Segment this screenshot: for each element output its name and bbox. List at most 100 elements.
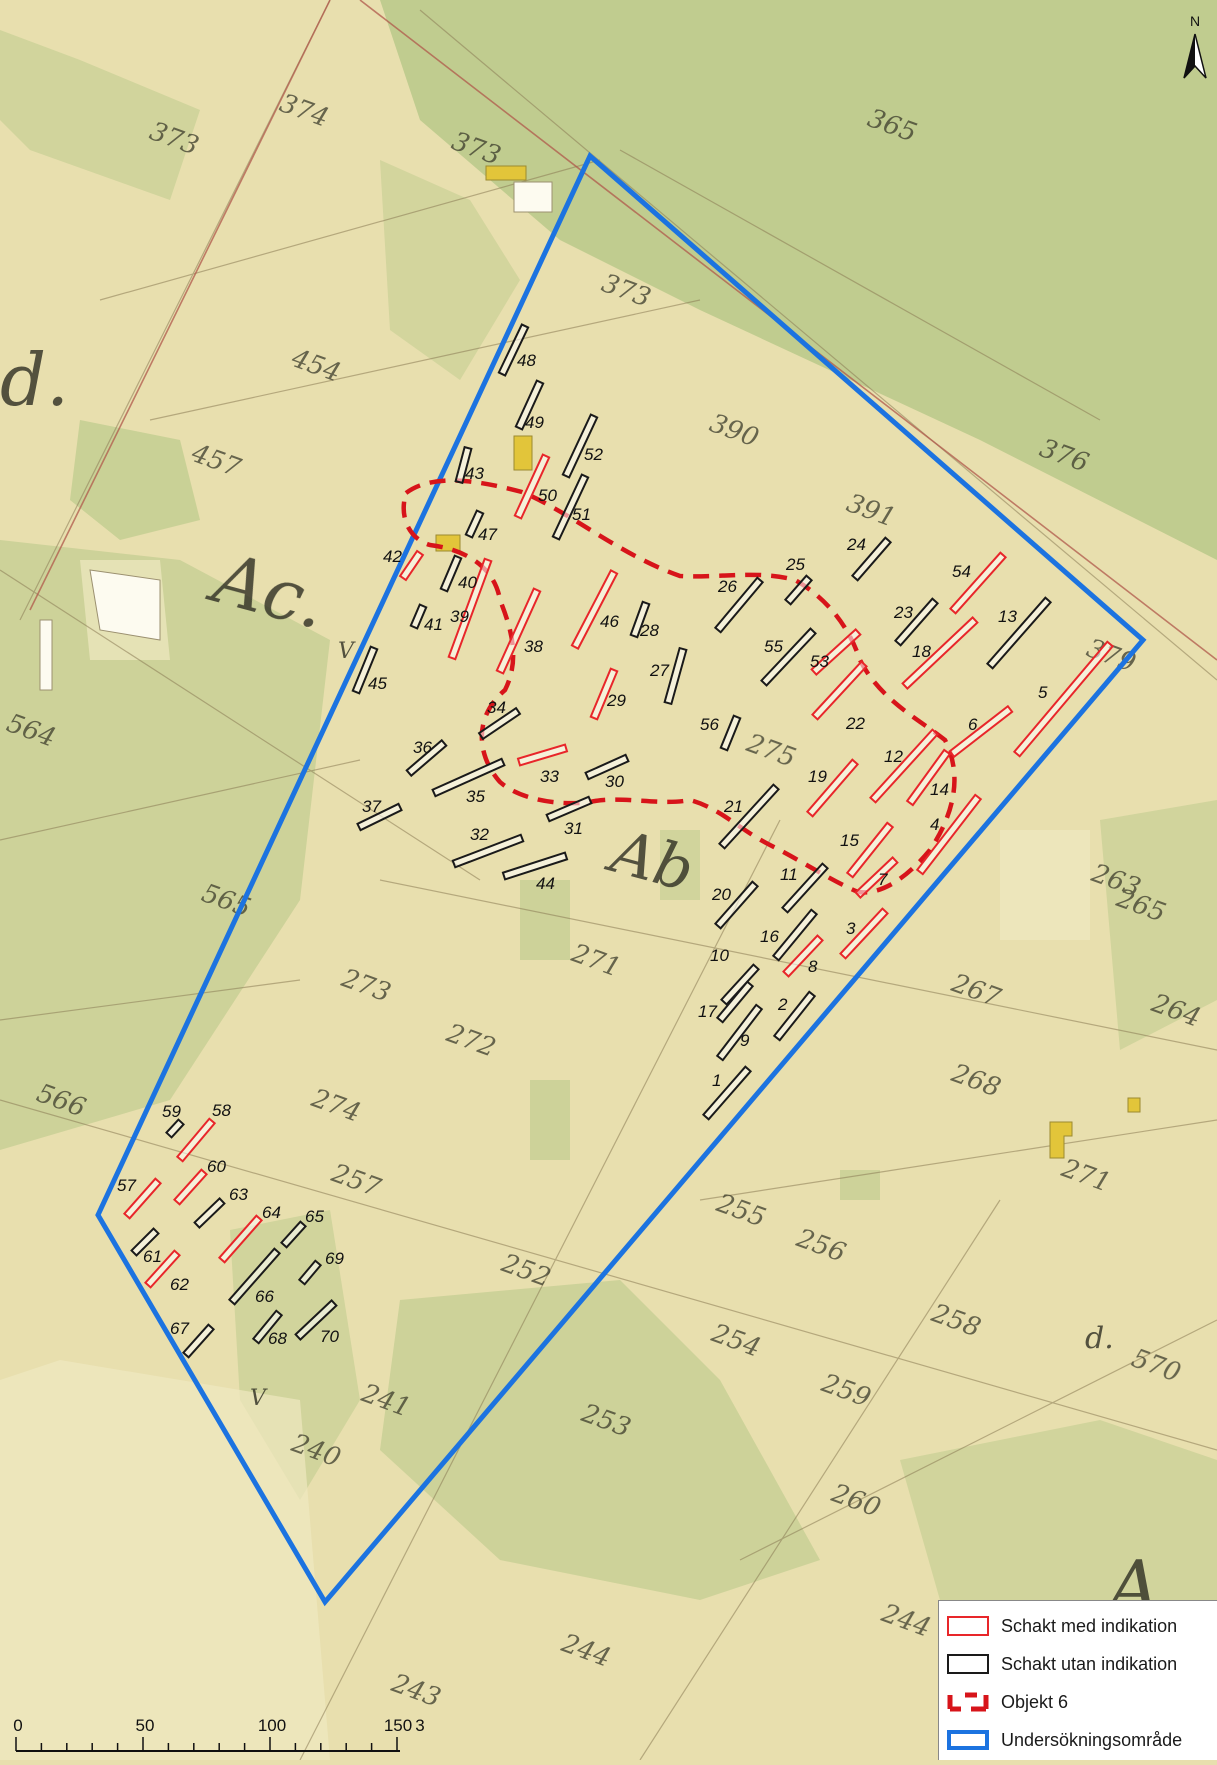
trench-with-indication-5	[1012, 640, 1115, 758]
trench-label-16: 16	[760, 927, 779, 946]
trench-with-indication-60	[172, 1168, 209, 1206]
letter-label: d.	[0, 338, 69, 422]
trench-label-22: 22	[845, 714, 865, 733]
trench-label-39: 39	[450, 607, 469, 626]
trench-without-indication-70	[294, 1299, 338, 1341]
trench-label-17: 17	[698, 1002, 717, 1021]
legend: Schakt med indikation Schakt utan indika…	[938, 1600, 1217, 1760]
trench-label-25: 25	[785, 555, 805, 574]
trench-label-2: 2	[777, 995, 788, 1014]
trench-label-15: 15	[840, 831, 859, 850]
trench-label-69: 69	[325, 1249, 344, 1268]
trench-label-7: 7	[878, 870, 888, 889]
trench-without-indication-43	[454, 445, 473, 485]
trench-label-45: 45	[368, 674, 387, 693]
trench-label-36: 36	[413, 738, 432, 757]
trench-label-10: 10	[710, 946, 729, 965]
trench-without-indication-20	[713, 880, 760, 930]
trench-with-indication-57	[122, 1177, 163, 1220]
white-buildings	[39, 181, 553, 691]
study-area-boundary	[95, 151, 1147, 1607]
letter-label: V	[338, 639, 356, 664]
trench-with-indication-42	[398, 549, 425, 582]
trench-with-indication-46	[570, 569, 619, 650]
legend-item-object-6: Objekt 6	[947, 1685, 1068, 1719]
north-arrow: N	[1178, 12, 1212, 82]
legend-item-without-indication: Schakt utan indikation	[947, 1647, 1177, 1681]
meadow-areas	[0, 0, 1217, 1600]
legend-label: Objekt 6	[1001, 1691, 1069, 1712]
trench-without-indication-13	[985, 596, 1053, 670]
trench-label-18: 18	[912, 642, 931, 661]
trench-label-40: 40	[458, 573, 477, 592]
trench-label-70: 70	[320, 1327, 339, 1346]
trench-without-indication-67	[181, 1323, 216, 1359]
trench-without-indication-65	[279, 1220, 308, 1249]
dashed-red-line-icon	[947, 1692, 989, 1712]
trench-without-indication-23	[893, 597, 940, 647]
trench-label-60: 60	[207, 1157, 226, 1176]
trench-without-indication-37	[356, 802, 403, 832]
trench-label-66: 66	[255, 1287, 274, 1306]
trench-without-indication-16	[771, 908, 819, 962]
trench-without-indication-32	[451, 833, 525, 869]
trench-with-indication-33	[516, 743, 569, 767]
trench-without-indication-41	[409, 603, 428, 630]
trench-label-21: 21	[723, 797, 743, 816]
trench-without-indication-34	[477, 706, 522, 741]
trench-label-32: 32	[470, 825, 489, 844]
black-rectangle-icon	[947, 1654, 989, 1674]
trench-with-indication-53	[810, 627, 862, 677]
trench-label-19: 19	[808, 767, 827, 786]
trench-label-48: 48	[517, 351, 536, 370]
trench-label-11: 11	[780, 865, 798, 884]
trench-label-54: 54	[952, 562, 971, 581]
legend-item-study-area: Undersökningsområde	[947, 1723, 1182, 1757]
trench-without-indication-11	[780, 862, 830, 914]
trench-without-indication-47	[464, 509, 485, 539]
trench-without-indication-68	[251, 1309, 284, 1345]
trench-with-indication-62	[143, 1249, 182, 1289]
trench-without-indication-69	[297, 1259, 323, 1286]
scale-label-100: 100	[258, 1716, 286, 1735]
trench-label-38: 38	[524, 637, 543, 656]
trench-without-indication-51	[551, 473, 590, 541]
scale-bar: 0 50 100 150 3	[0, 1705, 430, 1760]
trench-label-51: 51	[572, 505, 591, 524]
trench-with-indication-50	[513, 453, 551, 520]
trench-label-47: 47	[478, 525, 497, 544]
trench-without-indication-30	[584, 753, 630, 781]
scale-unit: 3	[415, 1716, 424, 1735]
trench-label-64: 64	[262, 1203, 281, 1222]
trench-label-41: 41	[424, 615, 443, 634]
trench-with-indication-14	[905, 748, 952, 807]
trench-with-indication-15	[845, 821, 895, 879]
trench-label-6: 6	[968, 715, 978, 734]
trench-without-indication-21	[718, 783, 780, 850]
trench-with-indication-29	[589, 667, 619, 721]
trench-with-indication-19	[805, 758, 860, 818]
trench-label-33: 33	[540, 767, 559, 786]
trench-without-indication-25	[783, 574, 814, 606]
trench-label-37: 37	[362, 797, 381, 816]
trench-label-68: 68	[268, 1329, 287, 1348]
trench-without-indication-9	[715, 1003, 764, 1062]
trench-with-indication-39	[447, 557, 493, 661]
trench-label-29: 29	[606, 691, 626, 710]
trench-label-57: 57	[117, 1176, 136, 1195]
trench-label-44: 44	[536, 874, 555, 893]
trench-label-56: 56	[700, 715, 719, 734]
trench-without-indication-27	[663, 646, 688, 706]
trench-label-49: 49	[525, 413, 544, 432]
trench-label-31: 31	[564, 819, 583, 838]
scale-label-50: 50	[136, 1716, 155, 1735]
trench-label-12: 12	[884, 747, 903, 766]
trench-with-indication-4	[915, 793, 983, 876]
trench-without-indication-45	[351, 645, 379, 695]
trench-without-indication-44	[501, 851, 569, 881]
trench-with-indication-12	[869, 728, 939, 804]
trench-label-61: 61	[143, 1247, 162, 1266]
trench-with-indication-58	[175, 1117, 217, 1163]
trench-label-9: 9	[740, 1031, 750, 1050]
trench-with-indication-64	[217, 1214, 264, 1264]
